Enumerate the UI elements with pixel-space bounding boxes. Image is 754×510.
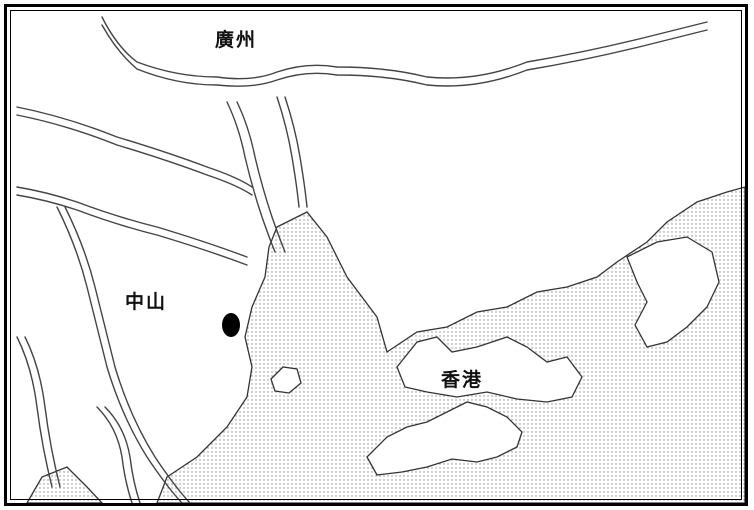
kowloon-peninsula xyxy=(396,336,583,403)
map-frame: 廣州 中山 香港 xyxy=(4,4,748,506)
river-network xyxy=(16,16,708,503)
map-drawing xyxy=(16,16,745,503)
sea-area xyxy=(156,186,745,503)
label-guangzhou: 廣州 xyxy=(215,29,258,51)
sea-area-southwest xyxy=(26,466,103,503)
eastern-peninsula xyxy=(626,236,720,348)
label-zhongshan: 中山 xyxy=(125,291,168,313)
location-marker-icon xyxy=(222,313,240,337)
label-hongkong: 香港 xyxy=(441,369,484,391)
small-island xyxy=(270,366,302,394)
hong-kong-island xyxy=(366,401,523,476)
